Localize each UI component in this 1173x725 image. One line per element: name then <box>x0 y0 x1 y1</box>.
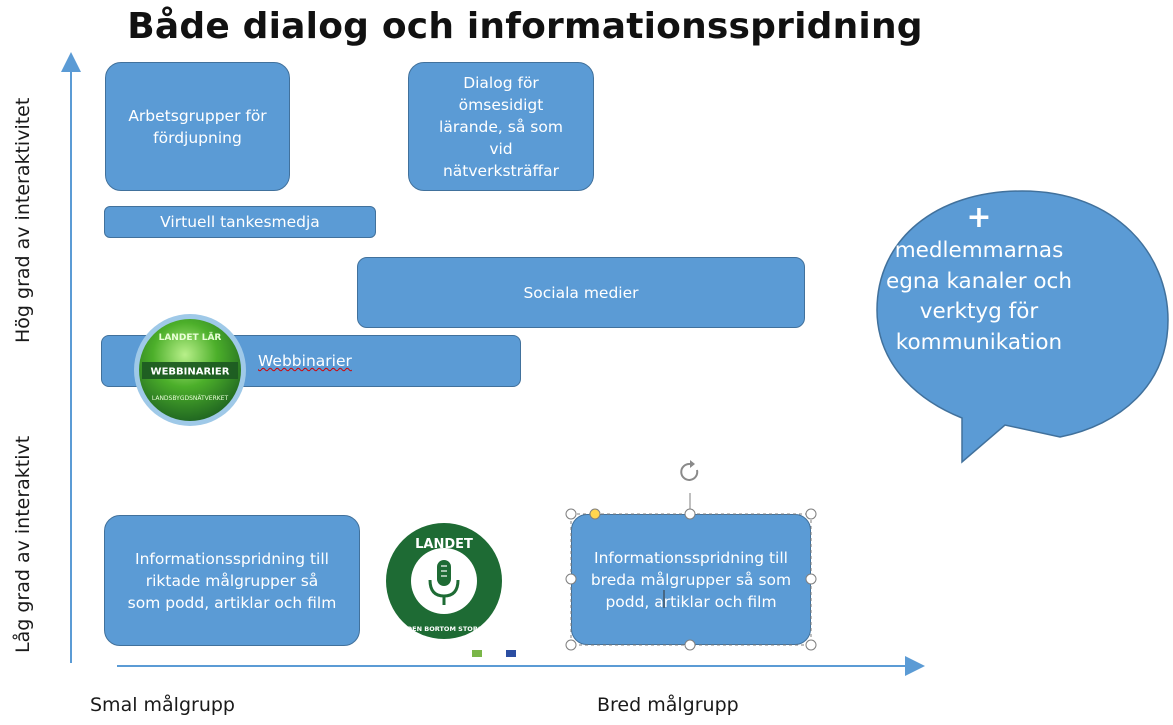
box-webbinarier-text: Webbinarier <box>258 352 352 370</box>
box-info-breda-text: Informationsspridning till breda målgrup… <box>590 548 792 611</box>
box-dialog-text: Dialog för ömsesidigt lärande, så som vi… <box>439 73 563 180</box>
y-axis-high-label: Hög grad av interaktivitet <box>12 97 34 343</box>
x-axis-narrow-label: Smal målgrupp <box>90 694 235 716</box>
callout-plus: + <box>966 200 992 235</box>
x-axis-wide-label: Bred målgrupp <box>597 694 739 716</box>
box-sociala-medier-text: Sociala medier <box>523 283 639 302</box>
box-info-riktade-text: Informationsspridning till riktade målgr… <box>127 549 337 612</box>
webbinarier-logo-bottom: LANDSBYGDSNÄTVERKET <box>152 395 229 402</box>
box-info-riktade[interactable]: Informationsspridning till riktade målgr… <box>104 515 360 646</box>
box-sociala-medier[interactable]: Sociala medier <box>357 257 805 328</box>
box-arbetsgrupper[interactable]: Arbetsgrupper för fördjupning <box>105 62 290 191</box>
podd-logo-top: LANDET <box>415 537 473 552</box>
box-tankesmedja-text: Virtuell tankesmedja <box>160 213 320 231</box>
rotate-handle-icon <box>680 460 699 481</box>
callout-body: medlemmarnas egna kanaler och verktyg fö… <box>885 238 1073 356</box>
box-webbinarier[interactable]: Webbinarier <box>101 335 521 387</box>
box-info-breda[interactable]: Informationsspridning till breda målgrup… <box>571 514 811 645</box>
callout-text: + medlemmarnas egna kanaler och verktyg … <box>884 200 1074 359</box>
box-dialog[interactable]: Dialog för ömsesidigt lärande, så som vi… <box>408 62 594 191</box>
y-axis-low-label: Låg grad av interaktivt <box>12 435 34 653</box>
microphone-icon <box>428 560 460 605</box>
box-tankesmedja[interactable]: Virtuell tankesmedja <box>104 206 376 238</box>
slide-title: Både dialog och informationsspridning <box>127 6 923 47</box>
box-arbetsgrupper-text: Arbetsgrupper för fördjupning <box>128 106 267 147</box>
podd-logo-bottom: PODDEN BORTOM STORSTAN <box>391 625 497 633</box>
